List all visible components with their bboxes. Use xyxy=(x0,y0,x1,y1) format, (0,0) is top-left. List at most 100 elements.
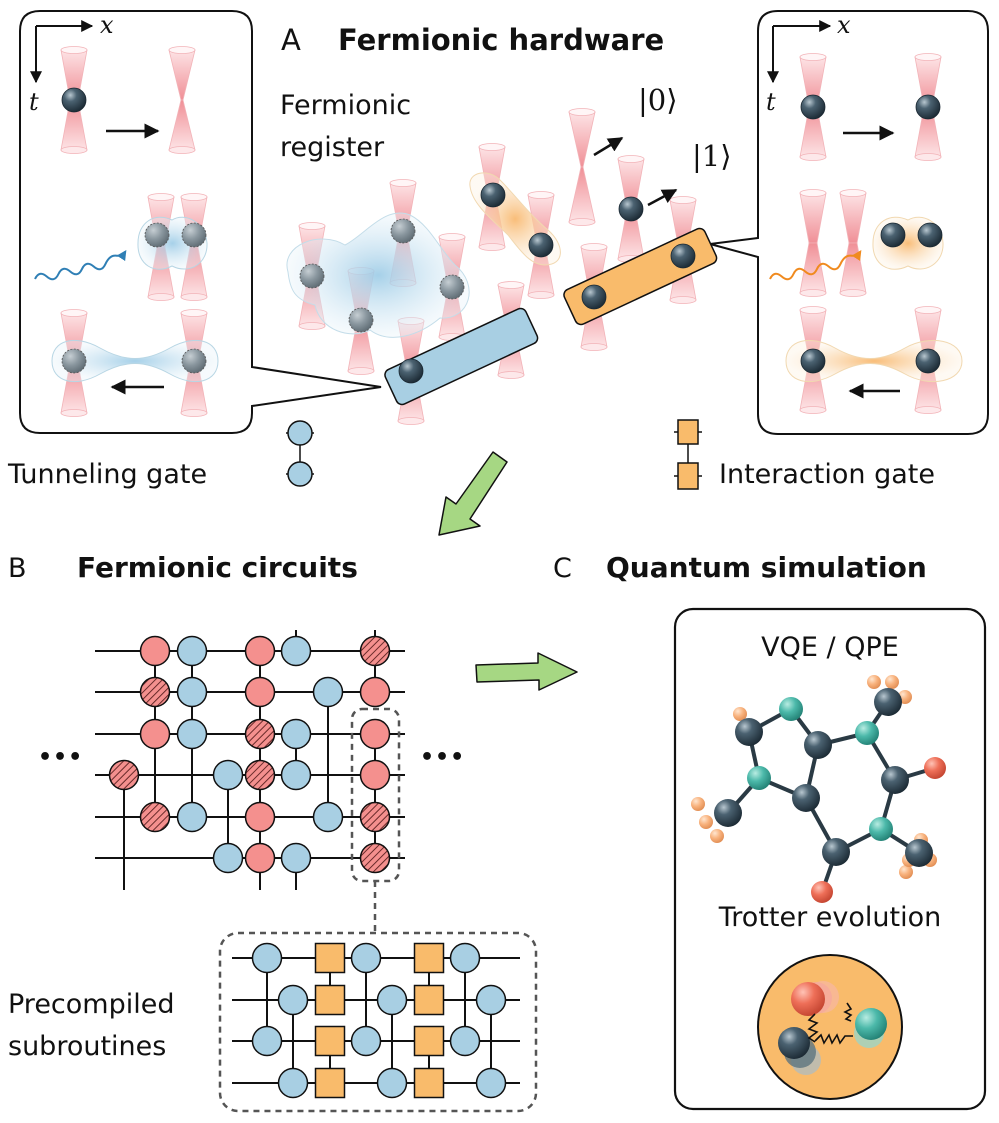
red-gate xyxy=(244,676,276,708)
interaction-gate xyxy=(413,942,445,974)
fermion-atom-icon xyxy=(299,263,325,289)
fermion-atom-icon xyxy=(439,274,465,300)
ket-one-arrow xyxy=(647,188,678,207)
hydrogen-atom-icon xyxy=(885,675,899,689)
right-inset-axes: x t xyxy=(766,11,851,116)
fermion-atom-icon xyxy=(390,218,416,244)
spring-bond-icon xyxy=(807,1013,819,1043)
interaction-gate-symbol-top xyxy=(677,419,699,445)
fermion-atom-icon xyxy=(915,348,941,374)
optical-tweezer-icon xyxy=(478,143,506,251)
nitrogen-atom-icon xyxy=(779,697,803,721)
tunneling-gate xyxy=(350,942,382,974)
tunneling-gate xyxy=(280,718,312,750)
fermion-atom-icon xyxy=(61,87,87,113)
ket-one-label: |1⟩ xyxy=(692,139,732,173)
interaction-gate xyxy=(314,942,346,974)
panel-a-letter: A xyxy=(281,23,301,57)
hydrogen-atom-icon xyxy=(699,815,713,829)
panel-c-letter: C xyxy=(553,553,572,584)
interaction-gate xyxy=(314,1025,346,1057)
method-label: VQE / QPE xyxy=(761,632,899,663)
interaction-gate-label: Interaction gate xyxy=(719,459,935,490)
carbon-atom-icon xyxy=(714,799,742,827)
subroutine-expanded-box xyxy=(218,931,538,1113)
tunneling-gate xyxy=(212,759,244,791)
fermion-atom-icon xyxy=(618,196,644,222)
left-inset-axes: x t xyxy=(29,11,114,116)
tunneling-gate xyxy=(280,635,312,667)
red-gate xyxy=(244,842,276,874)
hydrogen-atom-icon xyxy=(710,829,724,843)
fermion-atom-icon xyxy=(581,284,607,310)
tunneling-gate xyxy=(376,1067,408,1099)
carbon-atom-icon xyxy=(792,784,820,812)
hatched-gate xyxy=(359,842,391,874)
tunneling-gate-legend: Tunneling gate xyxy=(7,420,314,490)
fermion-atom-icon xyxy=(915,94,941,120)
oxygen-atom-icon xyxy=(811,881,833,903)
fermion-atom-icon xyxy=(348,307,374,333)
ket-zero-arrow xyxy=(593,136,624,157)
tunneling-gate xyxy=(376,984,408,1016)
molecule-illustration xyxy=(691,675,946,903)
tunneling-gate xyxy=(251,1025,283,1057)
hatched-gate xyxy=(244,718,276,750)
carbon-atom-icon xyxy=(778,1027,810,1059)
tunneling-gate xyxy=(277,984,309,1016)
tunneling-gate xyxy=(176,676,208,708)
interaction-gate-legend: Interaction gate xyxy=(674,419,935,490)
panel-a-title: Fermionic hardware xyxy=(338,23,664,57)
tunneling-gate xyxy=(350,1025,382,1057)
red-gate xyxy=(139,635,171,667)
left-axis-t-label: t xyxy=(29,88,39,116)
fermion-atom-icon xyxy=(181,348,207,374)
nitrogen-atom-icon xyxy=(747,766,771,790)
tunneling-gate xyxy=(312,801,344,833)
tunneling-gate xyxy=(312,676,344,708)
optical-tweezer-icon xyxy=(914,53,942,161)
circuit-ellipsis-left: ••• xyxy=(38,745,83,770)
fermionic-circuit xyxy=(95,630,405,890)
nitrogen-atom-icon xyxy=(855,721,879,745)
optical-tweezer-icon xyxy=(839,189,867,297)
oxygen-atom-icon xyxy=(791,982,825,1016)
left-axis-x-label: x xyxy=(100,11,114,39)
orange-photon-wave-icon xyxy=(769,249,862,281)
tunneling-gate xyxy=(475,1067,507,1099)
fermion-atom-icon xyxy=(880,222,906,248)
fermion-atom-icon xyxy=(917,222,943,248)
tunneling-gate xyxy=(212,842,244,874)
red-gate xyxy=(359,718,391,750)
register-blue-cloud-icon xyxy=(286,212,470,338)
hatched-gate xyxy=(139,801,171,833)
hatched-gate xyxy=(139,676,171,708)
fermion-atom-icon xyxy=(528,232,554,258)
circuit-ellipsis-right: ••• xyxy=(420,745,465,770)
fermion-atom-icon xyxy=(144,222,170,248)
precompiled-subroutine-circuit xyxy=(232,942,520,1099)
carbon-atom-icon xyxy=(905,839,933,867)
panel-b-title: Fermionic circuits xyxy=(77,551,358,584)
tunneling-gate xyxy=(251,942,283,974)
interaction-gate xyxy=(314,1067,346,1099)
tunneling-gate xyxy=(176,635,208,667)
optical-tweezer-icon xyxy=(799,306,827,414)
orange-cloud-separated-icon xyxy=(785,339,963,383)
hydrogen-atom-icon xyxy=(899,865,913,879)
subroutine-label-line2: subroutines xyxy=(8,1031,166,1062)
tunneling-gate xyxy=(449,942,481,974)
fermion-atom-icon xyxy=(398,358,424,384)
blue-photon-wave-icon xyxy=(34,249,127,281)
interaction-gate xyxy=(413,1067,445,1099)
fermion-atom-icon xyxy=(61,348,87,374)
tunneling-gate xyxy=(176,801,208,833)
panel-b-letter: B xyxy=(8,553,27,584)
atoms xyxy=(61,87,943,384)
tunneling-gate xyxy=(449,1025,481,1057)
ket-zero-label: |0⟩ xyxy=(638,83,678,117)
carbon-atom-icon xyxy=(822,838,850,866)
tunneling-gate-plate xyxy=(384,307,539,406)
hydrogen-atom-icon xyxy=(867,675,881,689)
